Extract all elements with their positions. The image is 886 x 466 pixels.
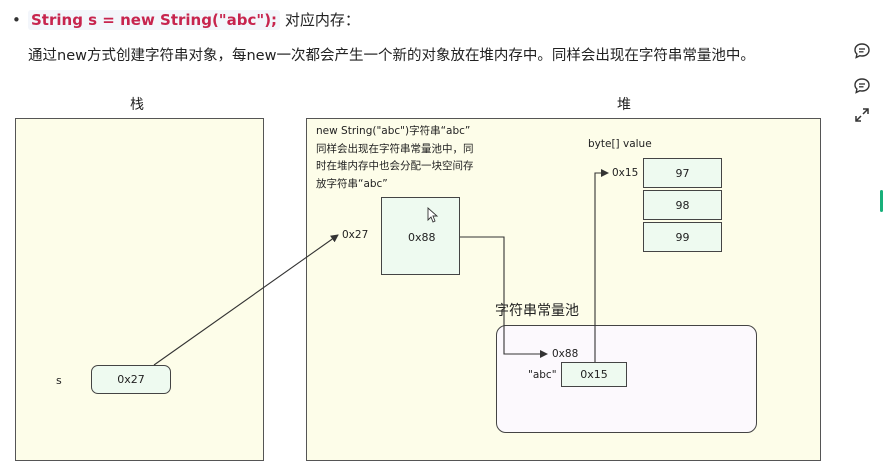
heap-note-line: 放字符串“abc” [316, 177, 388, 190]
object-address: 0x27 [342, 229, 369, 241]
heap-note: new String("abc")字符串“abc” 同样会出现在字符串常量池中，… [316, 123, 474, 193]
arrow-stack-to-object [153, 234, 339, 366]
arrow-object-to-pool [460, 236, 548, 358]
stack-panel [15, 118, 264, 461]
cursor-icon [427, 206, 439, 223]
pool-entry-value: 0x15 [561, 362, 627, 387]
pool-label: 字符串常量池 [495, 303, 579, 319]
arrow-pool-to-bytes [594, 169, 609, 362]
scroll-indicator[interactable] [880, 190, 883, 212]
bullet: • [12, 11, 21, 29]
string-object-box: 0x88 [381, 197, 460, 275]
stack-var-box: 0x27 [91, 365, 171, 394]
byte-cell: 99 [643, 222, 722, 252]
section-heading: • String s = new String("abc"); 对应内存： [12, 9, 360, 31]
code-snippet: String s = new String("abc"); [28, 10, 281, 30]
string-object-value: 0x88 [408, 231, 436, 244]
stack-label: 栈 [130, 97, 144, 113]
heading-suffix: 对应内存： [280, 11, 360, 29]
comment-icon[interactable] [853, 77, 871, 95]
heap-note-line: 同样会出现在字符串常量池中，同 [316, 142, 474, 155]
expand-icon[interactable] [853, 106, 871, 124]
stack-var-name: s [56, 374, 62, 387]
comment-icon[interactable] [853, 42, 871, 60]
pool-address: 0x88 [552, 348, 579, 360]
heap-note-line: 时在堆内存中也会分配一块空间存 [316, 160, 474, 172]
byte-array-label: byte[] value [588, 138, 652, 150]
heap-label: 堆 [617, 97, 631, 113]
byte-cell: 97 [643, 158, 722, 188]
description-text: 通过new方式创建字符串对象，每new一次都会产生一个新的对象放在堆内存中。同样… [28, 48, 755, 64]
byte-cell: 98 [643, 190, 722, 220]
pool-entry-key: "abc" [528, 369, 557, 381]
byte-array-address: 0x15 [612, 167, 639, 179]
heap-note-line: new String("abc")字符串“abc” [316, 125, 471, 137]
